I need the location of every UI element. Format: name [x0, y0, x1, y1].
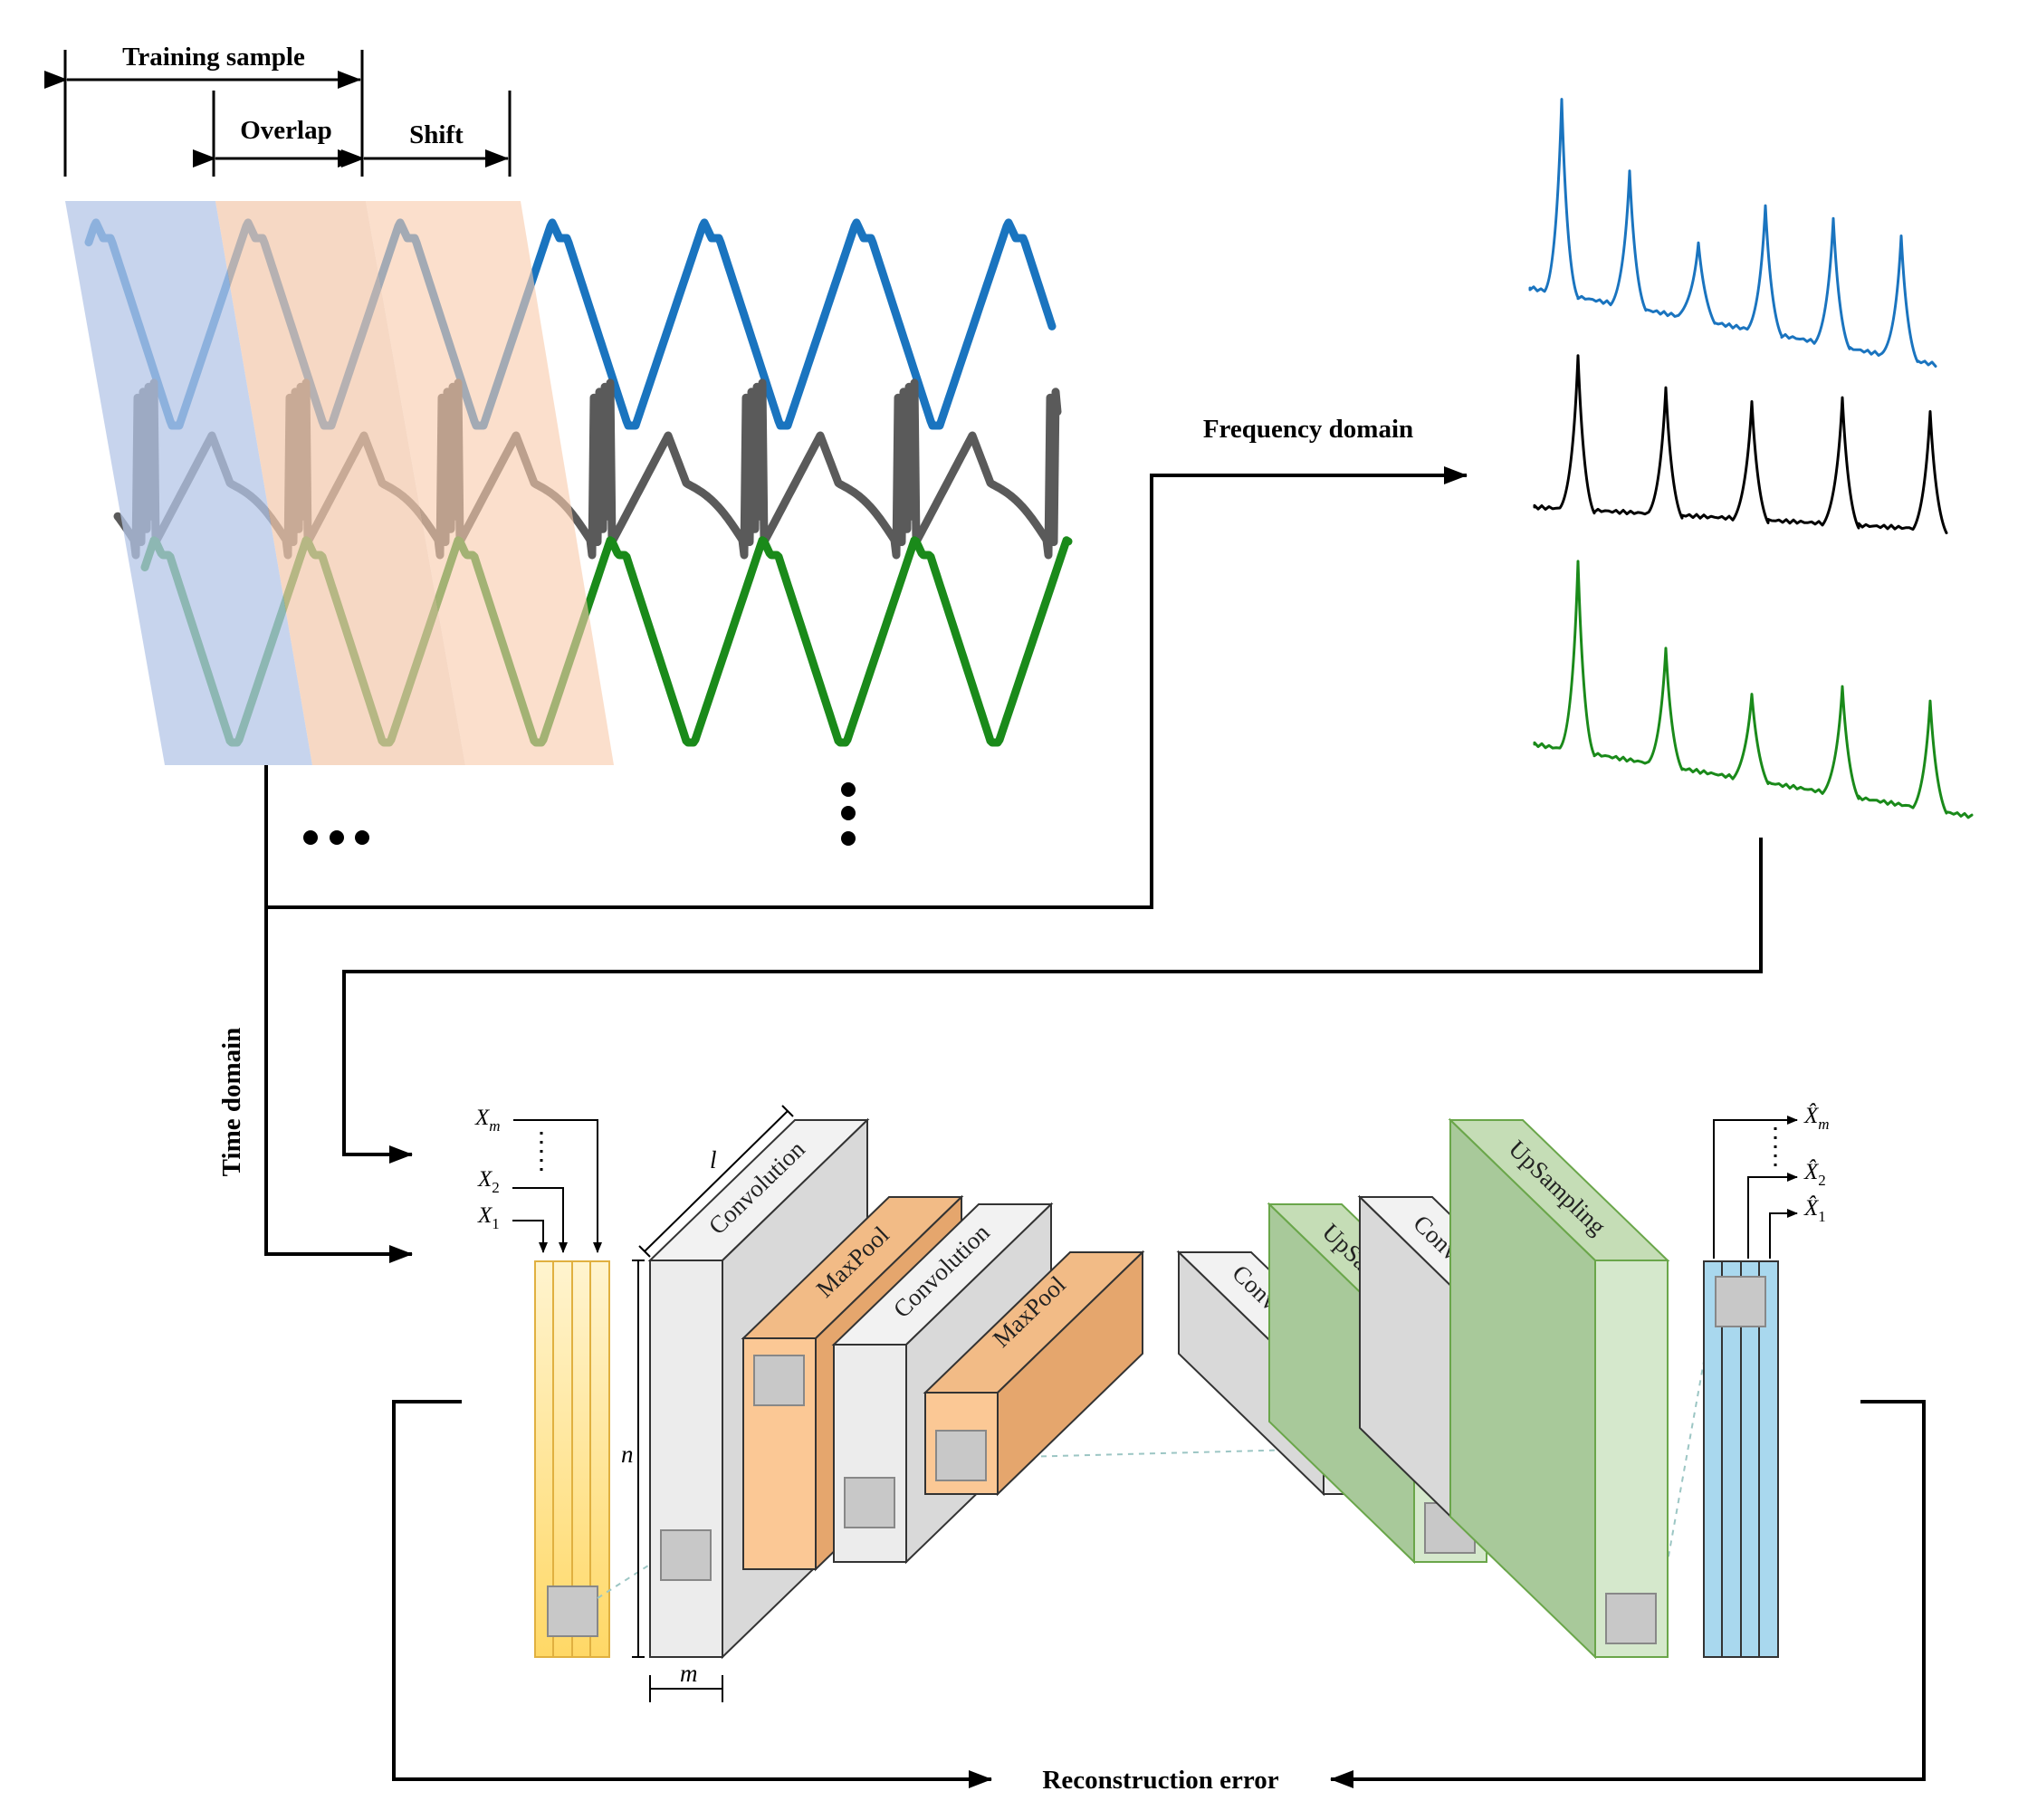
reconstruction-error-label: Reconstruction error: [1042, 1766, 1278, 1795]
vertical-ellipsis: [841, 782, 856, 846]
tensor-dimension-marks: [632, 1105, 794, 1702]
flow-connectors: [264, 466, 1926, 1788]
input-x-1: X1: [477, 1203, 500, 1232]
shift-label: Shift: [409, 120, 464, 149]
output-tensor: [1703, 1260, 1779, 1658]
window-3: [366, 201, 614, 765]
sliding-windows: [65, 201, 614, 765]
spectrum-blue: [1528, 98, 1937, 368]
encoder-maxpool-2: [923, 1250, 1145, 1497]
input-x-2: X2: [477, 1167, 500, 1196]
horizontal-ellipsis: [303, 830, 369, 845]
frequency-domain-label: Frequency domain: [1203, 415, 1413, 444]
decoder-upsampling-2: [1448, 1117, 1670, 1660]
dim-n-label: n: [621, 1441, 634, 1468]
output-x-hat-2: X̂2: [1803, 1159, 1826, 1189]
training-sample-label: Training sample: [122, 43, 305, 72]
output-x-hat-m: X̂m: [1803, 1103, 1830, 1133]
output-x-hat-1: X̂1: [1803, 1195, 1826, 1225]
spectrum-black: [1533, 354, 1948, 535]
spectrum-green: [1533, 560, 1974, 819]
time-domain-label: Time domain: [217, 1028, 246, 1177]
window-1: [65, 201, 312, 765]
input-arrows: [512, 1119, 602, 1253]
dim-m-label: m: [680, 1660, 698, 1687]
input-tensor: [534, 1260, 610, 1658]
input-x-m: Xm: [474, 1106, 501, 1135]
output-arrows: [1713, 1116, 1798, 1259]
window-2: [215, 201, 465, 765]
window-dimension-annotations: [44, 50, 512, 177]
dim-l-label: l: [710, 1146, 717, 1173]
overlap-label: Overlap: [240, 116, 332, 145]
frequency-domain-spectra: [1528, 98, 1974, 819]
